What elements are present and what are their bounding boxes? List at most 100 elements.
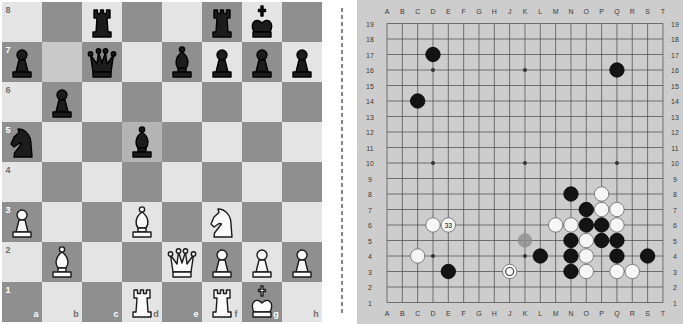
row-label: 10 — [671, 160, 679, 167]
column-label: N — [568, 8, 573, 15]
row-label: 6 — [368, 222, 372, 229]
rank-label: 1 — [5, 286, 10, 295]
board-square — [82, 162, 122, 202]
board-square — [242, 122, 282, 162]
file-label: e — [193, 310, 198, 319]
go-stone — [502, 264, 516, 278]
column-label: M — [553, 8, 559, 15]
board-square — [42, 242, 82, 282]
grid-line — [387, 116, 663, 117]
board-square — [242, 162, 282, 202]
column-label: F — [462, 8, 466, 15]
column-label: J — [508, 8, 512, 15]
column-label: Q — [614, 8, 619, 15]
row-label: 4 — [673, 253, 677, 260]
go-stone — [441, 264, 455, 278]
board-square — [282, 122, 322, 162]
row-label: 8 — [673, 191, 677, 198]
board-square — [162, 202, 202, 242]
column-label: D — [430, 310, 435, 317]
grid-line — [387, 101, 663, 102]
column-label: F — [462, 310, 466, 317]
row-label: 1 — [673, 299, 677, 306]
board-square — [202, 2, 242, 42]
go-stone — [594, 187, 608, 201]
board-square — [122, 122, 162, 162]
board-ground — [357, 0, 683, 324]
rank-label: 4 — [5, 166, 10, 175]
column-label: N — [568, 310, 573, 317]
go-stone — [579, 264, 593, 278]
column-label: A — [385, 8, 390, 15]
row-label: 18 — [366, 36, 374, 43]
file-label: f — [235, 310, 238, 319]
grid-line — [387, 132, 663, 133]
row-label: 14 — [671, 98, 679, 105]
board-square — [162, 122, 202, 162]
chess-piece — [168, 249, 195, 277]
board-square — [2, 202, 42, 242]
board-square — [162, 82, 202, 122]
board-square — [242, 2, 282, 42]
row-label: 11 — [366, 144, 373, 151]
file-label: g — [273, 310, 279, 319]
board-square — [162, 242, 202, 282]
board-square — [122, 202, 162, 242]
file-label: d — [153, 310, 159, 319]
row-label: 16 — [671, 67, 679, 74]
board-square — [282, 202, 322, 242]
grid-line — [387, 178, 663, 179]
chess-piece — [53, 90, 71, 117]
row-label: 18 — [671, 36, 679, 43]
board-square — [162, 2, 202, 42]
row-label: 2 — [368, 284, 372, 291]
file-label: a — [33, 310, 38, 319]
chess-piece — [253, 50, 271, 77]
board-square — [42, 2, 82, 42]
go-stone — [533, 249, 547, 263]
board-square — [162, 162, 202, 202]
row-label: 7 — [673, 206, 677, 213]
chess-piece — [133, 127, 151, 157]
board-square — [42, 162, 82, 202]
go-board — [357, 0, 683, 324]
row-label: 11 — [671, 144, 678, 151]
chess-piece — [213, 250, 231, 277]
board-square — [202, 42, 242, 82]
column-label: R — [630, 310, 635, 317]
row-label: 14 — [366, 98, 374, 105]
board-square — [242, 282, 282, 322]
column-label: A — [385, 310, 390, 317]
go-stone — [579, 218, 593, 232]
chess-piece — [13, 210, 31, 237]
board-square — [82, 42, 122, 82]
go-stone — [640, 249, 654, 263]
rank-label: 8 — [5, 6, 10, 15]
go-stone — [610, 202, 624, 216]
column-label: E — [446, 8, 451, 15]
rank-label: 7 — [5, 46, 10, 55]
chess-piece — [13, 50, 31, 77]
board-square — [2, 82, 42, 122]
column-label: E — [446, 310, 451, 317]
chess-piece — [213, 50, 231, 77]
row-label: 9 — [368, 175, 372, 182]
column-label: R — [630, 8, 635, 15]
row-label: 5 — [368, 237, 372, 244]
board-square — [162, 282, 202, 322]
go-stone — [610, 249, 624, 263]
board-square — [82, 82, 122, 122]
column-label: S — [645, 310, 650, 317]
file-label: h — [313, 310, 319, 319]
row-label: 7 — [368, 206, 372, 213]
chess-piece — [211, 209, 232, 237]
board-square — [202, 82, 242, 122]
move-number: 33 — [444, 222, 452, 229]
board-square — [42, 82, 82, 122]
column-label: H — [492, 8, 497, 15]
go-stone — [564, 249, 578, 263]
board-square — [162, 42, 202, 82]
star-point — [431, 68, 435, 72]
board-square — [42, 202, 82, 242]
go-stone — [410, 249, 424, 263]
